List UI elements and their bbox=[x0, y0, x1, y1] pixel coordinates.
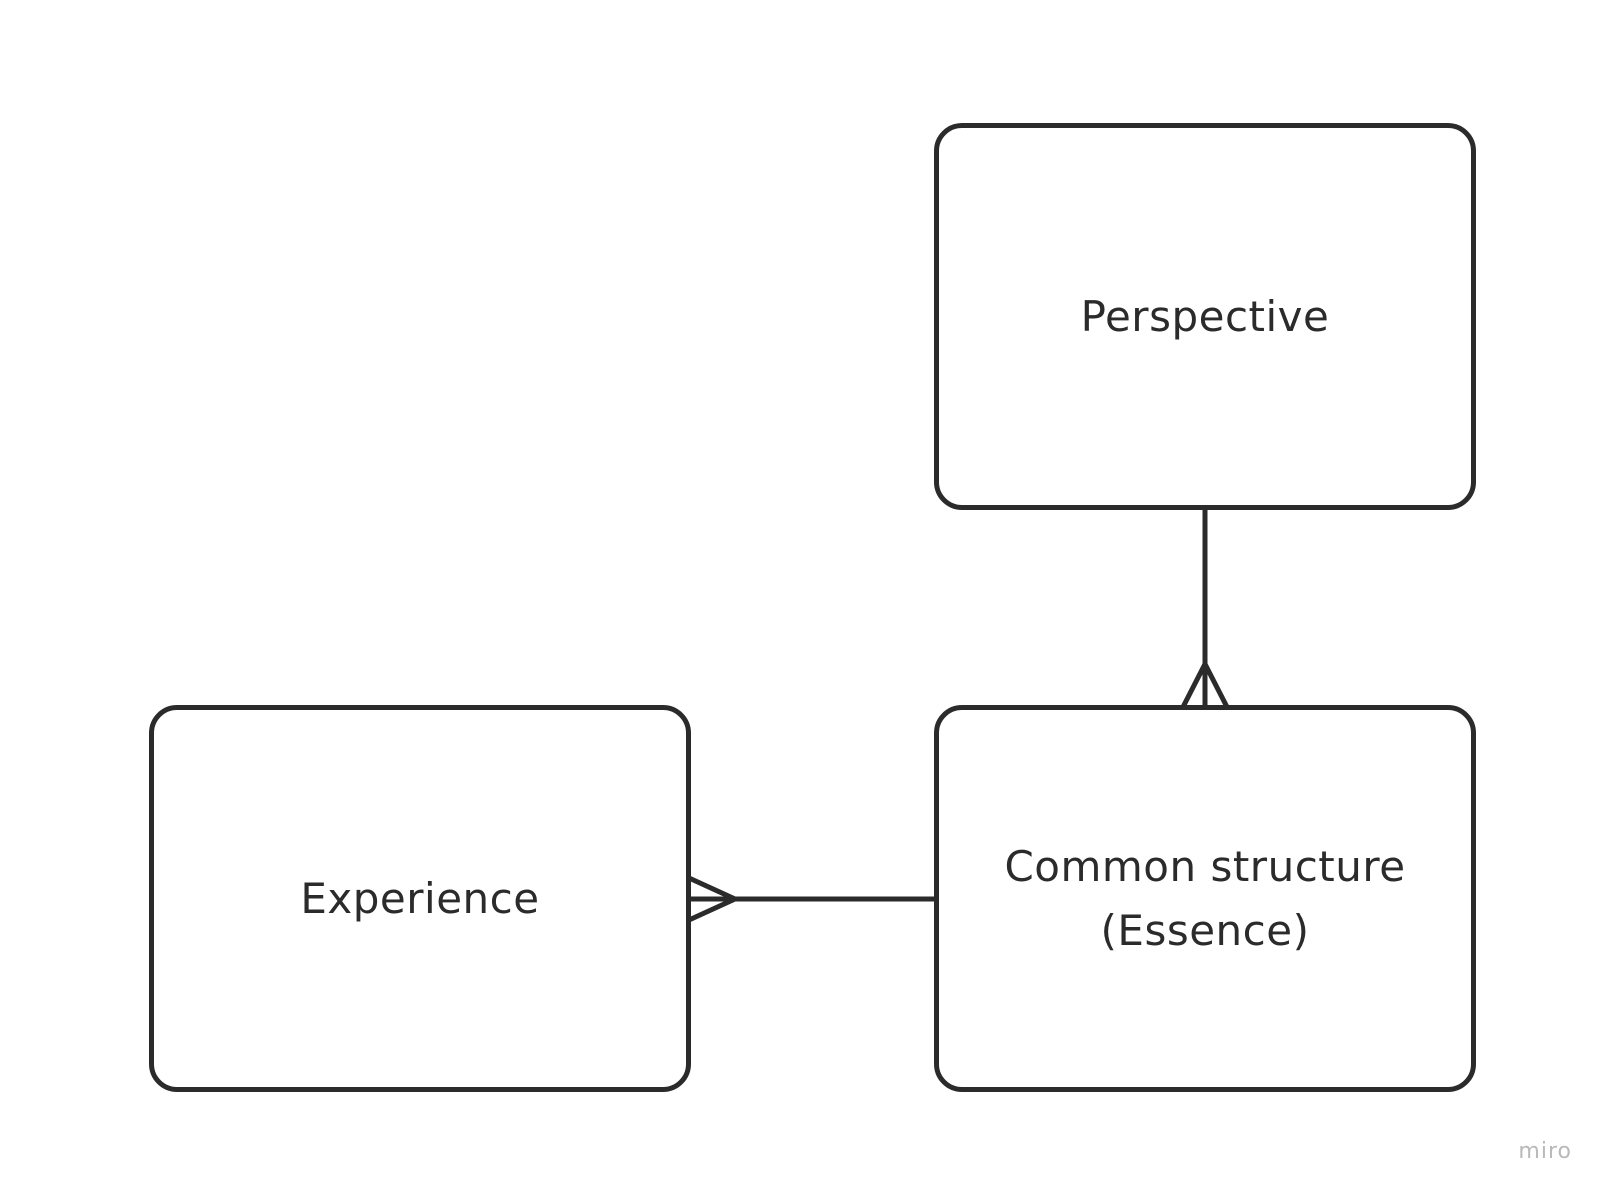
entity-perspective[interactable]: Perspective bbox=[934, 123, 1476, 510]
entity-label-line: Common structure bbox=[1004, 841, 1406, 891]
entity-experience[interactable]: Experience bbox=[149, 705, 691, 1092]
crows-foot-experience bbox=[687, 875, 737, 923]
entity-label: Common structure (Essence) bbox=[1004, 835, 1405, 963]
entity-common-structure[interactable]: Common structure (Essence) bbox=[934, 705, 1476, 1092]
crows-foot-essence bbox=[1180, 662, 1230, 709]
entity-label: Experience bbox=[300, 873, 540, 923]
miro-watermark: miro bbox=[1518, 1139, 1572, 1164]
entity-label-line: (Essence) bbox=[1100, 905, 1310, 955]
entity-label: Perspective bbox=[1080, 291, 1330, 341]
